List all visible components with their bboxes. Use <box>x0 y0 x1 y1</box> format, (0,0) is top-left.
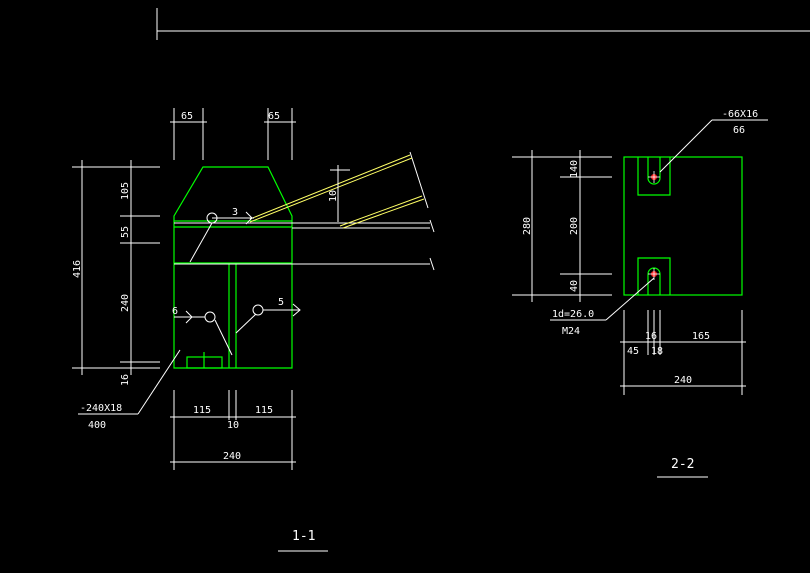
stiffener-callout-top: -66X16 <box>722 109 758 120</box>
dim-65-right: 65 <box>268 111 280 122</box>
dim-10-bottom: 10 <box>227 420 239 431</box>
top-dimensions <box>170 108 296 160</box>
section-label-2-2: 2-2 <box>671 457 694 472</box>
dim-55: 55 <box>120 226 131 238</box>
dim-40: 40 <box>569 280 580 292</box>
end-plate-bottom-dimensions <box>620 310 746 395</box>
end-plate-left-dimensions <box>512 150 612 302</box>
dim-240-width: 240 <box>674 375 692 386</box>
stiffener-callout-leader <box>659 119 768 173</box>
dim-115-right: 115 <box>255 405 273 416</box>
rafter <box>174 151 435 271</box>
bottom-dimensions <box>170 390 296 470</box>
dim-140: 140 <box>569 160 580 178</box>
rafter-dimension <box>330 165 350 222</box>
section-label-1-1: 1-1 <box>292 529 315 544</box>
weld-mark-3: 3 <box>232 207 238 218</box>
dim-16: 16 <box>120 374 131 386</box>
left-dimensions <box>72 160 160 375</box>
drawing-frame <box>156 8 810 40</box>
end-plate <box>623 156 743 296</box>
bolts <box>648 171 660 280</box>
plate-callout-bottom: 400 <box>88 420 106 431</box>
dim-10-rafter: 10 <box>328 190 339 202</box>
dim-416: 416 <box>72 260 83 278</box>
rafter-incline <box>249 154 425 229</box>
weld-symbols <box>174 211 301 356</box>
dim-105: 105 <box>120 182 131 200</box>
dim-16-width: 16 <box>645 331 657 342</box>
dim-18: 18 <box>651 346 663 357</box>
dim-280: 280 <box>522 217 533 235</box>
stiffener-callout-bottom: 66 <box>733 125 745 136</box>
section-1-1: 3 5 6 65 65 416 105 55 240 16 <box>72 108 435 552</box>
bolt-callout-leader <box>550 277 655 321</box>
section-2-2: 280 140 200 40 45 16 18 165 240 -66X16 6… <box>512 109 768 478</box>
weld-mark-6: 6 <box>172 306 178 317</box>
dim-200: 200 <box>569 217 580 235</box>
dim-115-left: 115 <box>193 405 211 416</box>
plate-callout-top: -240X18 <box>80 403 122 414</box>
dim-165: 165 <box>692 331 710 342</box>
dim-45: 45 <box>627 346 639 357</box>
bracket-outline <box>173 166 293 369</box>
bolt-callout-bottom: M24 <box>562 326 580 337</box>
dim-65-left: 65 <box>181 111 193 122</box>
dim-240-bottom: 240 <box>223 451 241 462</box>
plate-callout-leader <box>78 349 181 415</box>
dim-240-vertical: 240 <box>120 294 131 312</box>
weld-mark-5: 5 <box>278 297 284 308</box>
bolt-callout-top: 1d=26.0 <box>552 309 594 320</box>
